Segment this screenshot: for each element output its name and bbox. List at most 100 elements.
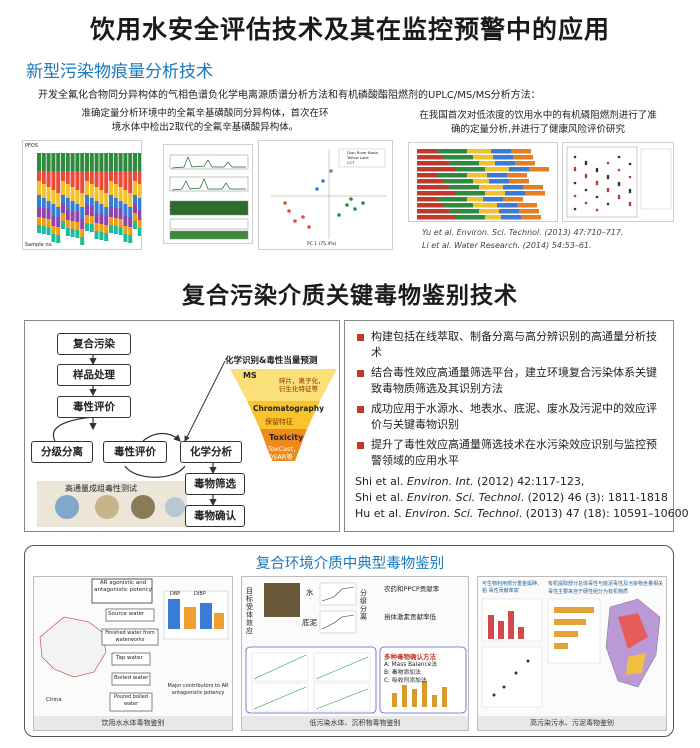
bar-segment — [37, 217, 41, 225]
bar-segment — [51, 171, 56, 190]
poured-water-label: Poured boiled water — [113, 694, 149, 707]
bar-segment — [128, 153, 133, 171]
bar-segment — [455, 167, 485, 172]
bar-segment — [94, 187, 99, 201]
bar-segment — [70, 187, 75, 201]
risk-point — [595, 169, 599, 173]
bar-segment — [109, 225, 113, 233]
flow-box-sample: 样品处理 — [57, 364, 131, 386]
bar-segment — [104, 215, 109, 225]
bar-segment — [41, 153, 46, 171]
pfos-isomer-bar-figure: PFOS Sample no. — [22, 140, 142, 250]
bar-segment — [109, 181, 113, 195]
china-map-svg — [39, 578, 229, 712]
risk-point — [584, 160, 588, 164]
risk-point — [628, 188, 632, 192]
bar-segment — [491, 149, 511, 154]
bar-segment — [46, 171, 51, 187]
bar-segment — [113, 153, 118, 171]
bar-segment — [51, 153, 56, 171]
risk-point — [595, 180, 599, 184]
pca-scatter-svg — [271, 148, 387, 239]
reference-item: Shi et al. Environ. Sci. Technol. (2012)… — [355, 491, 668, 504]
bar-segment — [46, 153, 51, 171]
bullet-text: 构建包括在线萃取、制备分离与高分辨识别的高通量分析技术 — [371, 330, 657, 359]
low-pollution-caption: 低污染水体、沉积物毒物鉴别 — [242, 716, 468, 730]
bar-segment — [109, 207, 113, 217]
risk-point — [628, 190, 632, 194]
bar-segment — [503, 197, 523, 202]
risk-point — [573, 181, 577, 185]
bar-segment — [417, 173, 437, 178]
bar-segment — [85, 223, 89, 231]
bar-segment — [61, 153, 65, 171]
bar-segment — [509, 179, 529, 184]
bar-segment — [104, 193, 109, 207]
bar-segment — [99, 214, 104, 224]
bar-segment — [75, 222, 80, 230]
bar-segment — [467, 173, 487, 178]
high-pollution-subfigure: 可生物利用部分重金属砷、铅 毒性贡献率高 有机提取部分总体毒性与底泥毒性及污染物… — [477, 576, 667, 731]
boiled-water-label: Boiled water — [114, 675, 149, 681]
flow-box-screen: 毒物筛选 — [185, 473, 245, 495]
bar-segment — [51, 204, 56, 216]
bar-segment — [137, 171, 141, 184]
bar-segment — [133, 153, 137, 171]
funnel-tox-sub: ToxCast，QSAR等 — [268, 445, 300, 461]
bar-segment — [75, 230, 80, 238]
risk-point — [584, 188, 588, 192]
bar-segment — [70, 171, 75, 187]
bar-segment — [118, 171, 123, 187]
legend-item-c: CCT — [347, 160, 355, 165]
legend-item-a: Dian River Basin — [347, 150, 379, 155]
scatter-point — [315, 187, 319, 191]
risk-point — [584, 173, 588, 177]
bar-segment — [417, 155, 443, 160]
bar-segment — [483, 197, 503, 202]
bar-segment — [51, 216, 56, 226]
bar-segment — [41, 198, 46, 208]
bar-segment — [89, 216, 94, 224]
source-water-label: Source water — [108, 611, 145, 617]
bar-segment — [509, 167, 529, 172]
bar-segment — [37, 153, 41, 171]
funnel-tox: Toxicity — [269, 433, 304, 442]
bar-segment — [417, 149, 437, 154]
bar-segment — [85, 153, 89, 171]
bar-segment — [128, 217, 133, 227]
bullet-text: 结合毒性效应高通量筛选平台，建立环境复合污染体系关键致毒物质筛选及其识别方法 — [371, 366, 657, 395]
fraction-label: 分级分离 — [360, 589, 367, 621]
bar-segment — [118, 201, 123, 209]
bar-segment — [61, 203, 65, 213]
bar-segment — [118, 153, 123, 171]
organic-extract-note: 有机提取部分总体毒性与底泥毒性及污染物含量相关 — [548, 581, 664, 587]
low-pollution-subfigure: 目标受体效应 水 底泥 分级分离 农药和PPCP贡献率 甾体激素贡献率低 多种毒… — [241, 576, 469, 731]
bar-segment — [94, 231, 99, 239]
reference-item: Li et al. Water Research. (2014) 54:53–6… — [422, 241, 592, 250]
bar-segment — [85, 171, 89, 181]
bar-segment — [46, 187, 51, 201]
bar-segment — [417, 209, 449, 214]
bar-segment — [46, 201, 51, 209]
risk-point — [573, 155, 577, 159]
bar-segment — [104, 233, 109, 241]
china-label: China — [46, 697, 62, 703]
bar-segment — [61, 171, 65, 181]
bar-segment — [51, 226, 56, 234]
bar-segment — [65, 210, 70, 220]
bar-segment — [46, 209, 51, 219]
bar-segment — [56, 171, 61, 193]
flow-box-fraction: 分级分离 — [31, 441, 93, 463]
bar-segment — [133, 181, 137, 195]
bar-segment — [37, 207, 41, 217]
scatter-point — [301, 215, 305, 219]
scatter-point — [293, 219, 297, 223]
bar-segment — [133, 171, 137, 181]
tie-bullets-panel: 构建包括在线萃取、制备分离与高分辨识别的高通量分析技术 结合毒性效应高通量筛选平… — [344, 320, 689, 532]
flow-box-toxicity-eval2: 毒性评价 — [103, 441, 167, 463]
bar-segment — [56, 217, 61, 227]
risk-point — [584, 175, 588, 179]
bar-segment — [89, 171, 94, 184]
bar-segment — [75, 153, 80, 171]
target-receptor-label: 目标受体效应 — [246, 587, 253, 635]
